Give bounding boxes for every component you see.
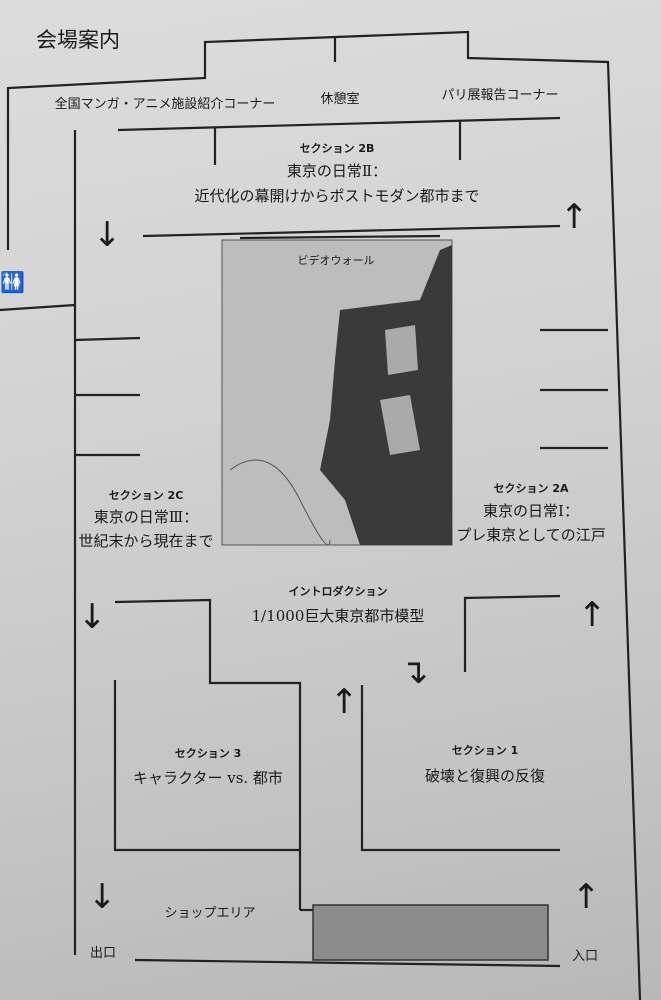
section-2a-label: セクション 2A (493, 482, 569, 495)
arrow-up-icon: ↑ (578, 595, 607, 635)
intro-label: イントロダクション (288, 585, 388, 598)
section-2b-label: セクション 2B (299, 142, 375, 155)
arrow-down-icon: ↓ (88, 877, 117, 917)
section-1-title: 破壊と復興の反復 (424, 767, 546, 785)
page-title: 会場案内 (36, 28, 120, 52)
shaded-area (312, 904, 549, 961)
room-paris-corner: パリ展報告コーナー (441, 88, 559, 103)
section-2c-title1: 東京の日常Ⅲ： (93, 508, 199, 526)
restroom-icon: 🚻 (0, 270, 25, 294)
tokyo-map-image (221, 239, 453, 546)
arrow-up-icon: ↑ (572, 877, 601, 917)
section-3-label: セクション 3 (174, 747, 242, 760)
section-1-label: セクション 1 (451, 744, 519, 757)
section-3-title: キャラクター vs. 都市 (133, 769, 283, 787)
intro-title: 1/1000巨大東京都市模型 (251, 607, 425, 625)
exit-label: 出口 (89, 946, 117, 961)
arrow-up-icon: ↑ (560, 197, 589, 237)
entrance-label: 入口 (571, 949, 599, 964)
room-rest: 休憩室 (320, 92, 360, 107)
section-2a-title2: プレ東京としての江戸 (456, 526, 606, 544)
room-manga-corner: 全国マンガ・アニメ施設紹介コーナー (54, 97, 276, 112)
arrow-down-icon: ↓ (93, 215, 122, 255)
video-wall-label: ビデオウォール (297, 254, 375, 267)
section-2c-label: セクション 2C (108, 489, 184, 502)
arrow-down-icon: ↓ (78, 597, 107, 637)
section-2a-title1: 東京の日常Ⅰ： (483, 502, 579, 520)
section-2c-title2: 世紀末から現在まで (78, 532, 214, 550)
section-2b-title2: 近代化の幕開けからポストモダン都市まで (194, 187, 480, 205)
arrow-up-icon: ↑ (330, 682, 359, 722)
arrow-turn-down-icon: ↴ (400, 652, 429, 692)
shop-area-label: ショップエリア (164, 906, 256, 921)
section-2b-title1: 東京の日常Ⅱ： (286, 162, 388, 180)
